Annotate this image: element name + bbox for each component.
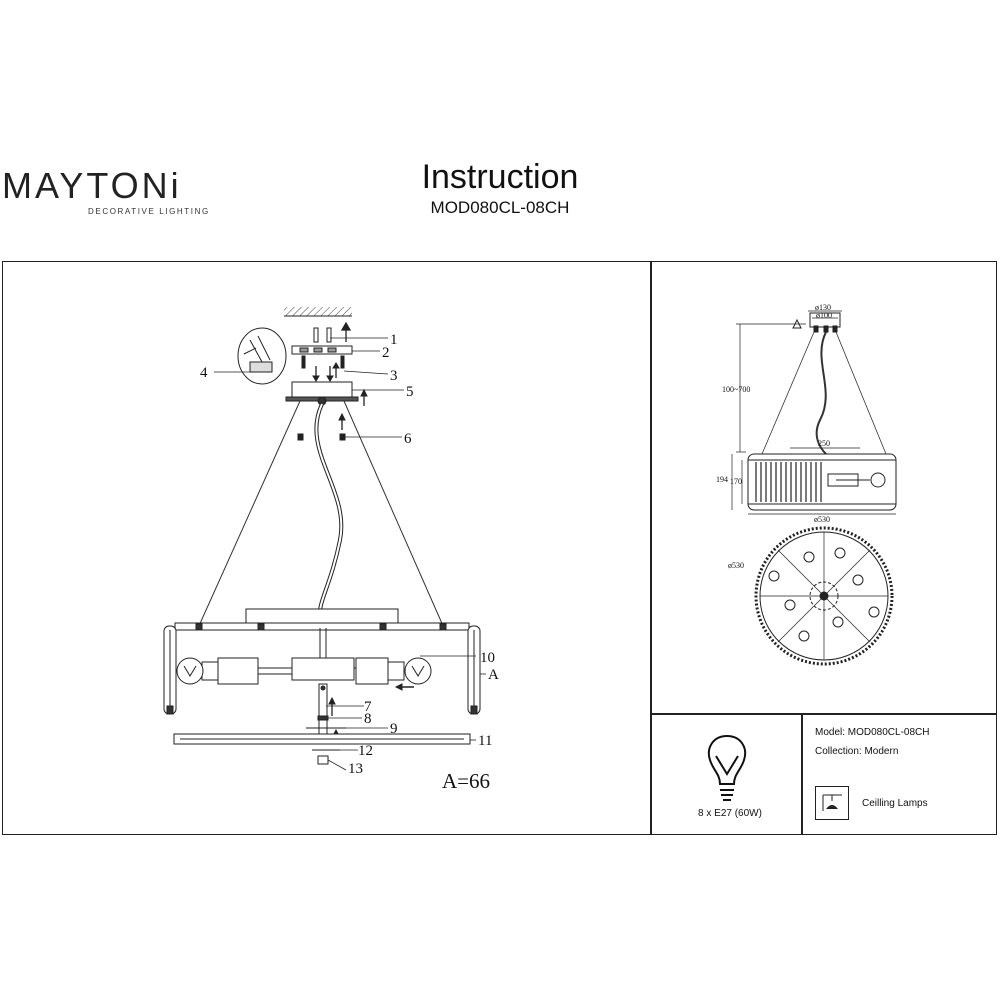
dim-d530-side: ø530 (814, 515, 830, 524)
arrow-up-icon (360, 388, 368, 406)
callout-7: 7 (364, 699, 372, 715)
dim-value: A=66 (442, 769, 490, 793)
callout-10: 10 (480, 650, 495, 666)
frame-divider-horizontal (650, 713, 997, 715)
lamp-body (201, 628, 405, 685)
frame-divider-vertical (650, 261, 652, 835)
leader-lines (214, 337, 486, 771)
ceiling-hatch (284, 307, 352, 317)
callout-2: 2 (382, 345, 390, 361)
side-bulb-icon (827, 472, 886, 488)
callout-5: 5 (406, 384, 414, 400)
assembly-drawing: 1 2 3 4 5 6 10 A 7 8 9 11 12 13 A=66 (163, 307, 499, 793)
side-canopy (809, 312, 841, 333)
callout-9: 9 (390, 721, 398, 737)
bulb-icon (404, 657, 432, 685)
canopy (285, 381, 359, 406)
top-plate (174, 608, 470, 631)
dim-height-range: 100~700 (722, 385, 750, 394)
bottom-plate (173, 733, 471, 745)
cable-grips (297, 412, 346, 441)
ceiling-lamp-icon (815, 786, 849, 820)
crystal-rods (755, 462, 822, 502)
spec-divider (801, 713, 803, 835)
callout-12: 12 (358, 743, 373, 759)
collection-info: Collection: Modern (815, 746, 899, 757)
bulb-icon (176, 657, 204, 685)
side-body (747, 453, 897, 511)
arrow-left-icon (394, 683, 414, 691)
dim-d130: ø130 (815, 303, 831, 312)
dim-lines-top (736, 310, 842, 453)
suspension-wires (197, 400, 445, 629)
dim-h170: 170 (730, 477, 742, 486)
callout-4: 4 (200, 365, 208, 381)
top-view (754, 526, 894, 666)
lamp-type: Ceilling Lamps (862, 798, 928, 809)
finial (312, 749, 340, 765)
callout-1: 1 (390, 332, 398, 348)
marker-icon (792, 318, 802, 329)
callout-3: 3 (390, 368, 398, 384)
dimension-drawing: ø130 ø100 100~700 (716, 303, 897, 666)
callout-11: 11 (478, 733, 492, 749)
arrow-up-icon (340, 321, 352, 342)
model-code: MOD080CL-08CH (430, 198, 570, 217)
screws (313, 327, 332, 343)
model-info: Model: MOD080CL-08CH (815, 727, 930, 738)
brand-logo: MAYTONi DECORATIVE LIGHTING (2, 165, 210, 217)
dim-h194: 194 (716, 475, 728, 484)
brand-name: MAYTONi (2, 165, 182, 206)
brand-tagline: DECORATIVE LIGHTING (88, 207, 210, 216)
bulb-spec: 8 x E27 (60W) (698, 808, 762, 819)
callout-6: 6 (404, 431, 412, 447)
wiring-detail (237, 327, 287, 385)
callout-13: 13 (348, 761, 363, 777)
dim-lines-side (731, 447, 896, 515)
top-view-bulbs (768, 547, 880, 642)
dim-w250: 250 (818, 439, 830, 448)
center-rod (306, 683, 346, 744)
bolts (301, 355, 345, 382)
dim-d100: ø100 (816, 311, 832, 320)
mounting-bracket (291, 345, 353, 355)
page-title: Instruction (421, 158, 579, 196)
callout-8: 8 (364, 711, 372, 727)
dim-label-a: A (488, 667, 499, 683)
drawing-frame (2, 261, 997, 835)
dim-d530-top: ø530 (728, 561, 744, 570)
bulb-spec-icon (708, 734, 746, 801)
crystal-panels (163, 625, 481, 715)
side-wires (761, 331, 887, 455)
